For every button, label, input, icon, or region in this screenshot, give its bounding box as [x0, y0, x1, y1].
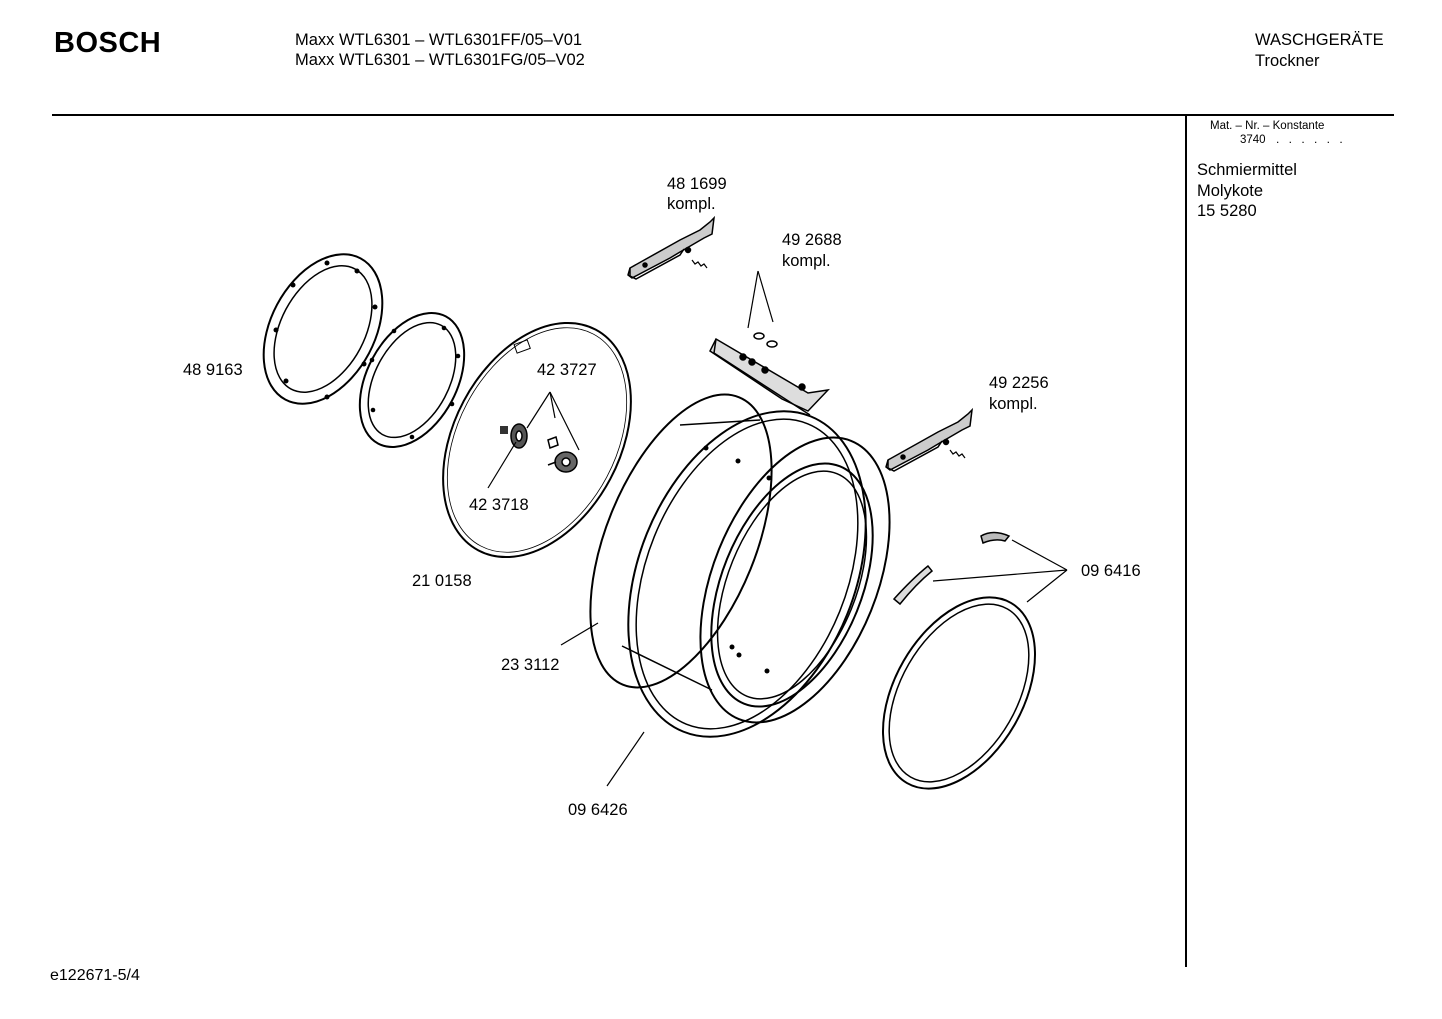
part-489163-label: 48 9163 — [183, 361, 243, 379]
note-lubricant: Schmiermittel — [1197, 161, 1297, 179]
part-096416-label: 09 6416 — [1081, 562, 1141, 580]
part-481699-label: 48 1699 — [667, 175, 727, 193]
lint-filter-bar — [709, 332, 831, 416]
part-423727-label: 42 3727 — [537, 361, 597, 379]
rear-drum-disc — [442, 321, 632, 559]
front-flange-ring — [262, 253, 384, 405]
part-492688-label: 49 2688 — [782, 231, 842, 249]
drum-cylinder — [589, 393, 891, 724]
material-number-value: 3740 — [1240, 134, 1266, 146]
front-drum-seal — [627, 410, 867, 738]
subcategory-title: Trockner — [1255, 52, 1320, 70]
part-423718-label: 42 3718 — [469, 496, 529, 514]
part-233112-label: 23 3112 — [501, 656, 559, 674]
model-line-2: Maxx WTL6301 – WTL6301FG/05–V02 — [295, 51, 585, 69]
front-bearing-bracket — [627, 215, 716, 280]
sidebar-divider — [1185, 116, 1187, 967]
rear-drum-seal-ring — [882, 596, 1036, 790]
part-096426-label: 09 6426 — [568, 801, 628, 819]
part-492688-suffix: kompl. — [782, 252, 831, 270]
rear-disc-label-plate — [513, 339, 531, 354]
seal-segment-small — [892, 531, 1011, 606]
drum-holes — [703, 445, 772, 674]
part-492256-suffix: kompl. — [989, 395, 1038, 413]
model-line-1: Maxx WTL6301 – WTL6301FF/05–V01 — [295, 31, 583, 49]
leader-lines — [487, 270, 1068, 787]
rear-bearing-bracket — [885, 407, 974, 472]
part-481699-suffix: kompl. — [667, 195, 716, 213]
gasket-ring-holes — [369, 325, 461, 440]
brand-logo: BOSCH — [54, 27, 162, 59]
part-210158-label: 21 0158 — [412, 572, 472, 590]
header-divider — [52, 114, 1394, 116]
note-lubricant-number: 15 5280 — [1197, 202, 1257, 220]
material-number-dots: . . . . . . — [1276, 132, 1346, 146]
material-number-title: Mat. – Nr. – Konstante — [1210, 120, 1325, 132]
front-flange-holes — [273, 260, 378, 400]
bearing-hub — [500, 423, 578, 473]
document-id: e122671-5/4 — [50, 967, 140, 984]
category-title: WASCHGERÄTE — [1255, 31, 1384, 49]
note-lubricant-brand: Molykote — [1197, 182, 1264, 200]
part-492256-label: 49 2256 — [989, 374, 1049, 392]
